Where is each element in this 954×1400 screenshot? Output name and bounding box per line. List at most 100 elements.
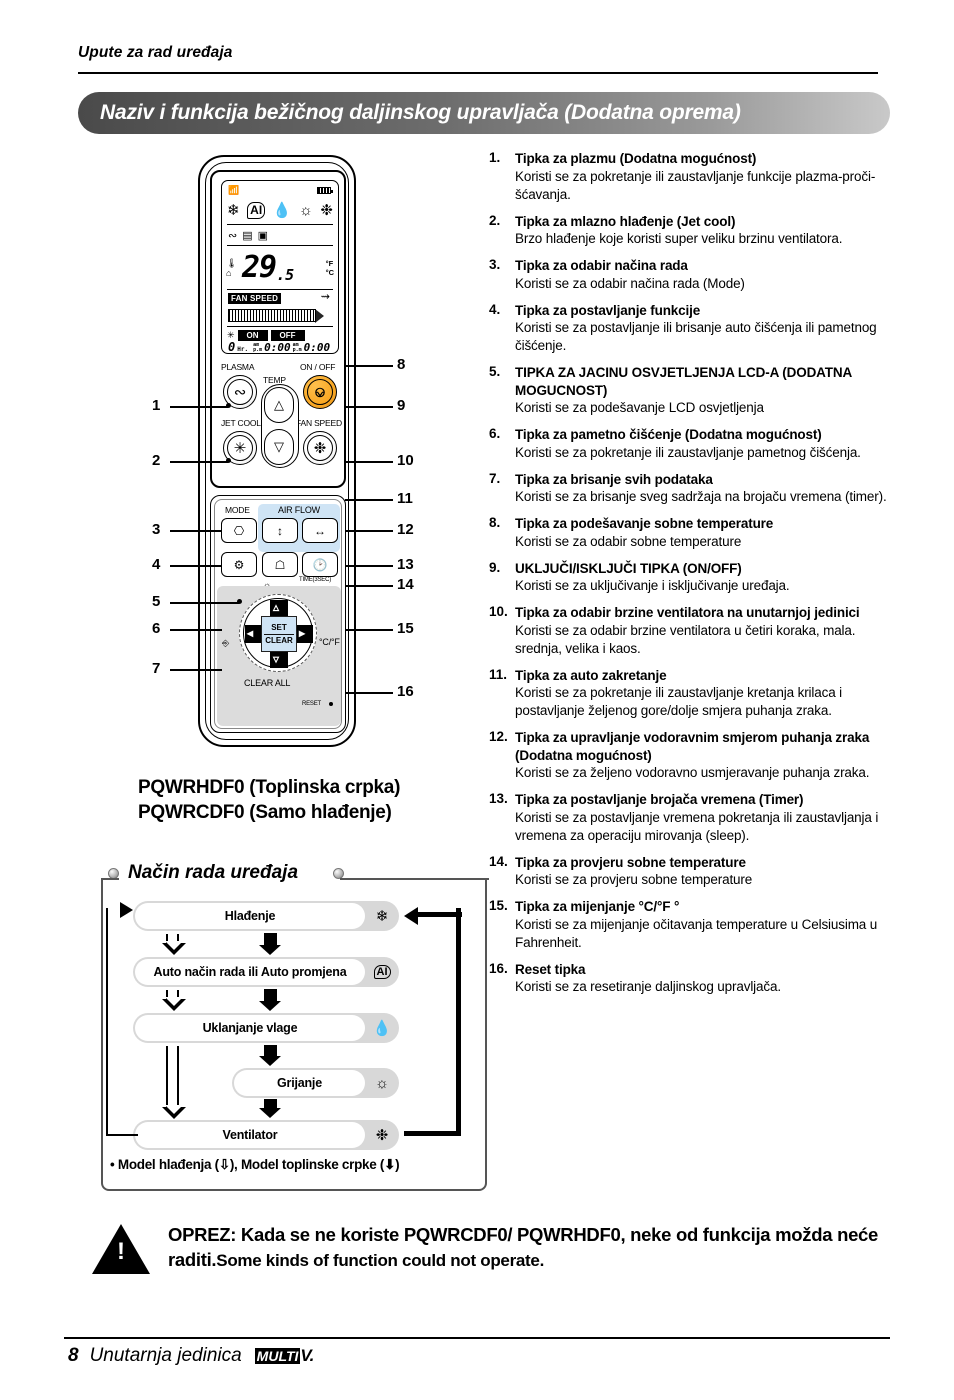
- caution-text-hr: OPREZ: Kada se ne koriste PQWRCDF0/ PQWR…: [168, 1224, 879, 1270]
- callout-5: 5: [152, 593, 161, 610]
- function-list: 1. Tipka za plazmu (Dodatna mogućnost) K…: [489, 150, 889, 1005]
- flow-arrow-hollow-3: [162, 1046, 186, 1119]
- flow-step-fan-label: Ventilator: [135, 1122, 365, 1148]
- flow-diagram-box: [101, 878, 487, 1191]
- item-heading: UKLJUČI/ISKLJUČI TIPKA (ON/OFF): [515, 560, 742, 576]
- dpad-right-button[interactable]: ▸: [299, 626, 306, 640]
- item-heading: Tipka za upravljanje vodoravnim smjerom …: [515, 730, 870, 763]
- up-down-arrow-icon: ↕: [277, 523, 283, 538]
- remote-upper-section: 📶 ❄ AI 💧 ☼ ❉ ∾ ▤ ▣ 🌡⌂: [210, 170, 346, 488]
- temp-down-button[interactable]: ▽: [264, 429, 294, 465]
- flow-arrow-solid-4: [259, 1099, 281, 1118]
- item-body: Koristi se za podešavanje LCD osvjetljen…: [515, 400, 764, 415]
- list-item: 14. Tipka za provjeru sobne temperature …: [489, 854, 889, 890]
- list-item: 11. Tipka za auto zakretanje Koristi se …: [489, 667, 889, 721]
- item-number: 2.: [489, 212, 501, 228]
- brand-multi: MULTI: [254, 1348, 301, 1364]
- smart-clean-button[interactable]: ☖: [262, 552, 298, 577]
- dpad-arm-right: [297, 625, 313, 643]
- celsius-fahrenheit-label: °C/°F: [319, 637, 340, 647]
- vertical-air-flow-button[interactable]: ↕: [262, 518, 298, 543]
- horizontal-air-flow-button[interactable]: ↔: [302, 518, 338, 543]
- droplet-icon: 💧: [272, 201, 292, 219]
- unit-celsius: °C: [325, 268, 334, 277]
- flow-return-right-arrowhead: [404, 907, 418, 925]
- flow-return-left-arrowhead: [120, 902, 133, 918]
- function-setting-button[interactable]: ⚙: [221, 552, 257, 577]
- fan-icon: ❉: [375, 1126, 389, 1144]
- dpad-arm-down: [270, 652, 288, 668]
- dpad-down-button[interactable]: ▿: [273, 652, 280, 666]
- dpad-left-button[interactable]: ◂: [247, 626, 254, 640]
- list-item: 4. Tipka za postavljanje funkcije Korist…: [489, 302, 889, 356]
- flow-arrow-hollow-1: [162, 934, 186, 955]
- item-heading: Tipka za podešavanje sobne temperature: [515, 516, 774, 531]
- brand-v: V.: [300, 1346, 314, 1365]
- gear-icon: ⚙: [233, 557, 245, 572]
- item-heading: Tipka za postavljanje brojača vremena (T…: [515, 792, 804, 807]
- item-heading: Tipka za mijenjanje °C/°F °: [515, 899, 680, 914]
- timer-button[interactable]: 🕑: [302, 552, 338, 577]
- flow-heading: Način rada uređaja: [128, 862, 299, 883]
- timer-hour-digit: 0: [228, 340, 236, 354]
- dpad-arm-up: [270, 600, 288, 616]
- callout-15: 15: [397, 620, 414, 637]
- item-heading: Tipka za pametno čišćenje (Dodatna moguć…: [515, 427, 822, 442]
- fan-speed-button[interactable]: ❉: [303, 431, 337, 465]
- lcd-timer-row: ✳ ON OFF: [227, 329, 333, 341]
- callout-line-7: [170, 669, 222, 671]
- item-heading: Tipka za auto zakretanje: [515, 667, 667, 683]
- clean-icon: ▣: [257, 229, 269, 242]
- callout-9: 9: [397, 397, 406, 414]
- left-right-arrow-icon: ↔: [314, 523, 326, 538]
- item-heading: Tipka za odabir načina rada: [515, 258, 688, 273]
- callout-7: 7: [152, 660, 161, 677]
- set-clear-button[interactable]: SET CLEAR: [261, 616, 297, 652]
- flow-heading-ball-right: [333, 868, 344, 879]
- list-item: 9. UKLJUČI/ISKLJUČI TIPKA (ON/OFF) Koris…: [489, 560, 889, 596]
- callout-line-12: [345, 530, 393, 532]
- flow-arrow-solid-3: [259, 1045, 281, 1066]
- flow-border-top-right: [340, 878, 489, 880]
- list-item: 15. Tipka za mijenjanje °C/°F ° Koristi …: [489, 898, 889, 952]
- item-number: 1.: [489, 150, 501, 165]
- navigation-dpad[interactable]: ▵ ▿ ◂ ▸ SET CLEAR: [239, 594, 317, 672]
- dpad-arm-left: [245, 625, 261, 643]
- star-icon: ✳: [227, 329, 235, 340]
- footer-text: Unutarnja jedinica: [89, 1345, 242, 1366]
- list-item: 3. Tipka za odabir načina rada Koristi s…: [489, 257, 889, 293]
- plasma-button[interactable]: ∾: [223, 375, 257, 409]
- fan-icon: ❉: [320, 201, 333, 219]
- item-heading: Tipka za brisanje svih podataka: [515, 471, 713, 487]
- item-number: 7.: [489, 470, 501, 486]
- callout-dot-5: [237, 599, 242, 604]
- callout-1: 1: [152, 397, 161, 414]
- reset-hole[interactable]: [329, 702, 333, 706]
- power-on-off-button[interactable]: ⎉: [303, 375, 337, 409]
- item-body: Koristi se za pokretanje ili zaustavljan…: [515, 685, 843, 718]
- item-number: 11.: [489, 666, 508, 682]
- item-number: 15.: [489, 898, 508, 913]
- list-item: 7. Tipka za brisanje svih podataka Koris…: [489, 471, 889, 507]
- battery-icon: [317, 187, 333, 194]
- item-number: 10.: [489, 604, 508, 619]
- remote-lower-inner-frame: [214, 499, 342, 729]
- item-heading: Reset tipka: [515, 961, 586, 977]
- flow-arrow-solid-2: [259, 989, 281, 1011]
- temp-up-button[interactable]: △: [264, 387, 294, 423]
- callout-line-11: [345, 499, 393, 501]
- callout-12: 12: [397, 521, 414, 538]
- signal-icon: 📶: [228, 185, 240, 195]
- item-body: Koristi se za željeno vodoravno usmjerav…: [515, 765, 870, 780]
- set-label: SET: [271, 622, 287, 632]
- item-body: Koristi se za resetiranje daljinskog upr…: [515, 979, 781, 994]
- callout-4: 4: [152, 556, 161, 573]
- list-item: 2. Tipka za mlazno hlađenje (Jet cool) B…: [489, 213, 889, 249]
- plasma-button-label: PLASMA: [221, 362, 255, 372]
- item-number: 16.: [489, 960, 508, 976]
- dpad-up-button[interactable]: ▵: [273, 600, 280, 614]
- footer-rule: [64, 1337, 890, 1339]
- mode-button[interactable]: ⎔: [221, 518, 257, 543]
- flow-step-heating: Grijanje ☼: [232, 1068, 399, 1098]
